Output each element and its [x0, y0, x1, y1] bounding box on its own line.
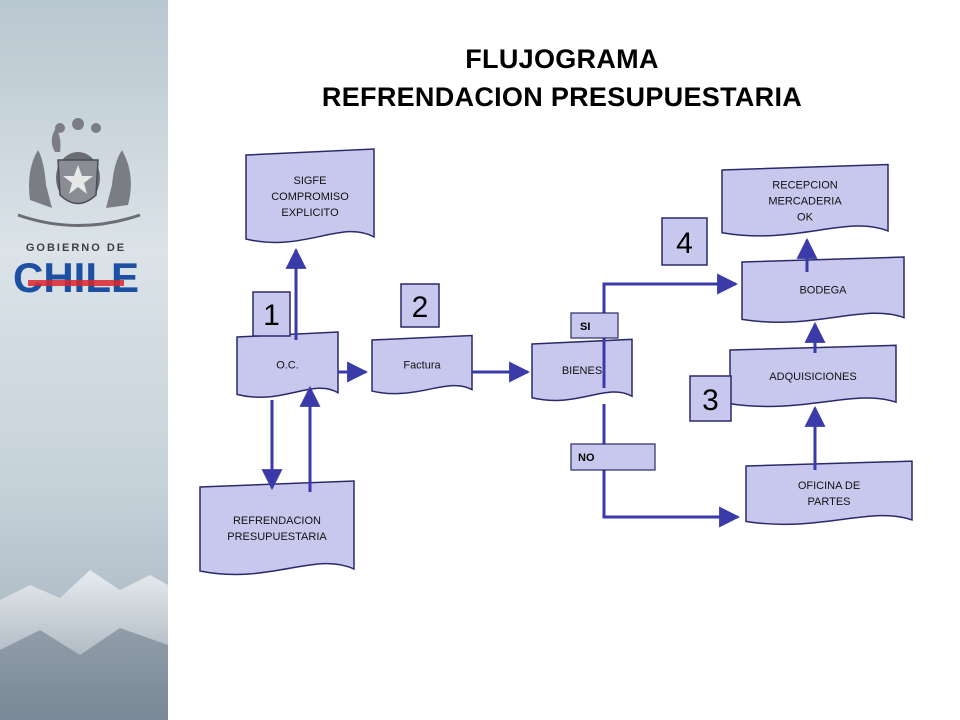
- document-shape: [741, 256, 905, 323]
- node-label: COMPROMISO: [271, 191, 349, 203]
- chile-logotype: CHILE: [13, 254, 139, 301]
- node-label: Factura: [403, 360, 441, 372]
- node-label: PRESUPUESTARIA: [227, 531, 327, 543]
- document-shape: [245, 148, 375, 244]
- svg-text:SI: SI: [580, 321, 590, 333]
- connectors: [261, 237, 826, 528]
- document-shape: [199, 480, 355, 576]
- decision-no: NO: [570, 443, 656, 471]
- node-label: OK: [797, 211, 814, 223]
- arrow-bienes-si-to-bodega: [602, 273, 739, 388]
- node-factura: Factura: [371, 334, 473, 395]
- step-badge-2: 2: [400, 283, 440, 328]
- svg-text:3: 3: [702, 384, 719, 417]
- page-subtitle: REFRENDACION PRESUPUESTARIA: [321, 82, 803, 112]
- node-bodega: BODEGA: [741, 256, 905, 323]
- node-bienes: BIENES: [531, 338, 633, 402]
- node-oficina-de-partes: OFICINA DE PARTES: [745, 460, 913, 526]
- node-label: ADQUISICIONES: [769, 371, 856, 383]
- chile-coat-of-arms-icon: [17, 118, 141, 227]
- node-adquisiciones: ADQUISICIONES: [729, 344, 897, 408]
- node-label: OFICINA DE: [798, 480, 860, 492]
- node-label: EXPLICITO: [281, 207, 339, 219]
- node-recepcion-mercaderia: RECEPCION MERCADERIA OK: [721, 163, 889, 237]
- document-shape: [721, 163, 889, 237]
- step-badge-4: 4: [661, 217, 708, 266]
- svg-text:NO: NO: [578, 452, 595, 464]
- node-label: RECEPCION: [772, 179, 837, 191]
- node-sigfe-compromiso: SIGFE COMPROMISO EXPLICITO: [245, 148, 375, 244]
- svg-text:CHILE: CHILE: [13, 254, 139, 301]
- node-label: O.C.: [276, 360, 299, 372]
- government-sidebar: GOBIERNO DE CHILE: [0, 0, 168, 720]
- node-label: BIENES: [562, 365, 602, 377]
- step-badge-1: 1: [252, 291, 291, 337]
- node-label: SIGFE: [293, 175, 326, 187]
- document-shape: [745, 460, 913, 526]
- page-title: FLUJOGRAMA: [465, 44, 659, 74]
- gobierno-de-label: GOBIERNO DE: [26, 242, 126, 254]
- decision-si: SI: [570, 312, 619, 339]
- node-label: PARTES: [808, 496, 851, 508]
- node-label: MERCADERIA: [768, 195, 842, 207]
- node-label: REFRENDACION: [233, 515, 321, 527]
- node-label: BODEGA: [799, 285, 847, 297]
- document-shape: [371, 334, 473, 395]
- step-badge-3: 3: [689, 375, 732, 422]
- svg-text:1: 1: [263, 299, 280, 332]
- node-refrendacion-presupuestaria: REFRENDACION PRESUPUESTARIA: [199, 480, 355, 576]
- svg-text:2: 2: [412, 291, 429, 324]
- node-orden-de-compra: O.C.: [236, 331, 339, 398]
- svg-text:4: 4: [676, 227, 693, 260]
- document-shape: [531, 338, 633, 402]
- document-shape: [729, 344, 897, 408]
- arrow-bienes-no-to-oficina: [602, 404, 741, 528]
